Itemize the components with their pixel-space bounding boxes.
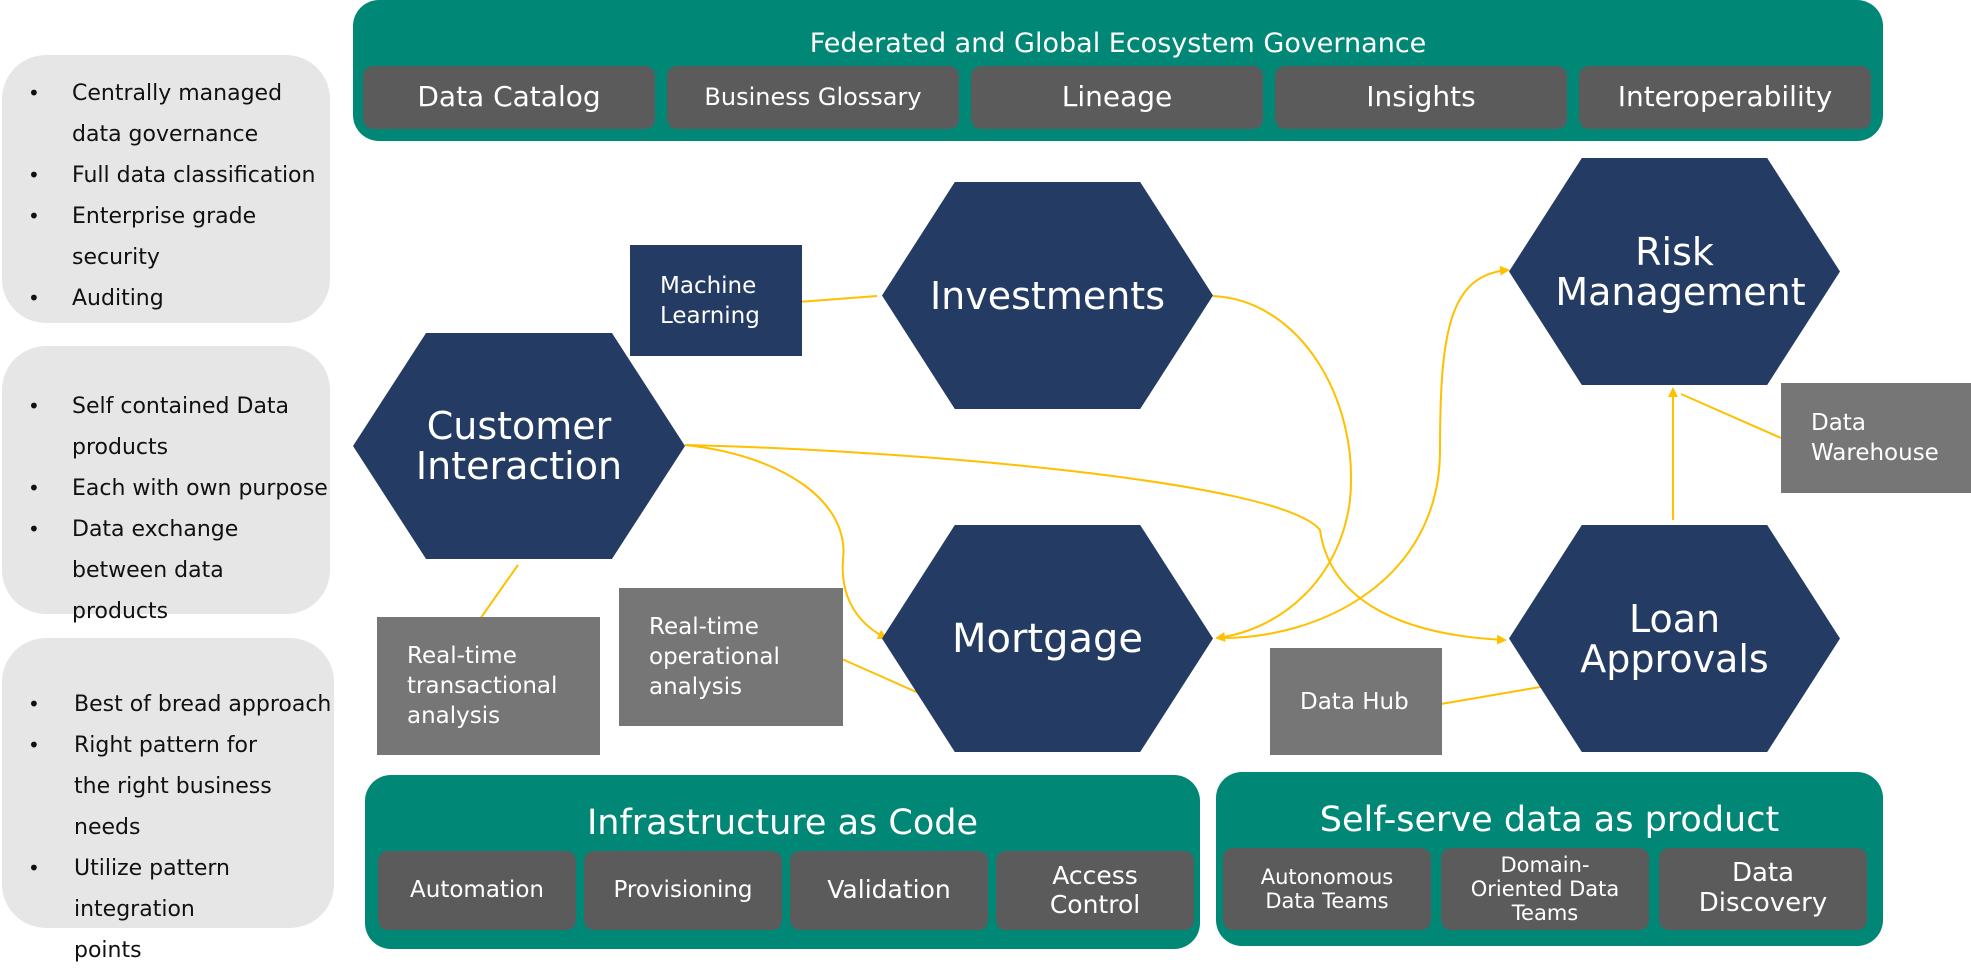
investments-label: Investments (929, 273, 1166, 318)
mortgage-hexagon: Mortgage (882, 525, 1213, 752)
insights-item: Insights (1275, 66, 1567, 129)
self-serve-title: Self-serve data as product (1319, 800, 1780, 840)
data-warehouse-box: Data Warehouse (1781, 383, 1971, 493)
data-discovery-item: Data Discovery (1659, 848, 1867, 930)
validation-item: Validation (790, 851, 988, 930)
list-item: Full data classification (2, 155, 330, 196)
governance-bar: Federated and Global Ecosystem Governanc… (353, 0, 1883, 141)
domain-oriented-data-teams-item: Domain-Oriented Data Teams (1441, 848, 1649, 930)
governance-benefits-panel: Centrally managed data governance Full d… (2, 55, 330, 323)
connector-customer-loan (684, 444, 1507, 645)
list-item: Each with own purpose (2, 468, 330, 509)
list-item: Best of bread approach (2, 684, 334, 725)
interoperability-item: Interoperability (1579, 66, 1871, 129)
connector-transactional-customer (479, 564, 519, 620)
connector-ml-investments (797, 295, 878, 303)
loan-approvals-hexagon: Loan Approvals (1509, 525, 1840, 752)
data-hub-box: Data Hub (1270, 648, 1442, 755)
list-item: Self contained Data products (2, 386, 330, 468)
infrastructure-title: Infrastructure as Code (586, 803, 979, 843)
access-control-item: Access Control (996, 851, 1194, 930)
data-catalog-item: Data Catalog (363, 66, 655, 129)
connector-mortgage-risk (1216, 265, 1510, 640)
infrastructure-bar: Infrastructure as Code Automation Provis… (365, 775, 1200, 949)
risk-management-hexagon: Risk Management (1509, 158, 1840, 385)
connector-investments-mortgage (1212, 295, 1353, 642)
autonomous-data-teams-item: Autonomous Data Teams (1223, 848, 1431, 930)
automation-item: Automation (378, 851, 576, 930)
self-serve-bar: Self-serve data as product Autonomous Da… (1216, 772, 1883, 946)
business-glossary-item: Business Glossary (667, 66, 959, 129)
realtime-transactional-box: Real-time transactional analysis (377, 617, 600, 755)
data-products-panel: Self contained Data products Each with o… (2, 346, 330, 624)
list-item: Centrally managed data governance (2, 73, 330, 155)
list-item: Enterprise grade security (2, 196, 330, 278)
loan-approvals-label: Loan Approvals (1580, 596, 1769, 681)
machine-learning-box: Machine Learning (630, 245, 802, 356)
connector-lines (479, 265, 1782, 705)
list-item: Right pattern for the right business nee… (2, 725, 334, 848)
mortgage-label: Mortgage (951, 615, 1143, 662)
realtime-operational-box: Real-time operational analysis (619, 588, 843, 726)
connector-warehouse-risk (1680, 393, 1782, 439)
customer-interaction-label: Customer Interaction (415, 404, 623, 488)
provisioning-item: Provisioning (584, 851, 782, 930)
connector-customer-mortgage (684, 444, 888, 639)
investments-hexagon: Investments (882, 182, 1213, 409)
connector-hub-loan (1440, 685, 1547, 705)
list-item: Data exchange between data products (2, 509, 330, 632)
risk-management-label: Risk Management (1555, 229, 1806, 314)
lineage-item: Lineage (971, 66, 1263, 129)
customer-interaction-hexagon: Customer Interaction (353, 333, 685, 559)
list-item: Auditing (2, 278, 330, 319)
governance-title: Federated and Global Ecosystem Governanc… (809, 28, 1427, 59)
integration-patterns-panel: Best of bread approach Right pattern for… (2, 638, 334, 963)
